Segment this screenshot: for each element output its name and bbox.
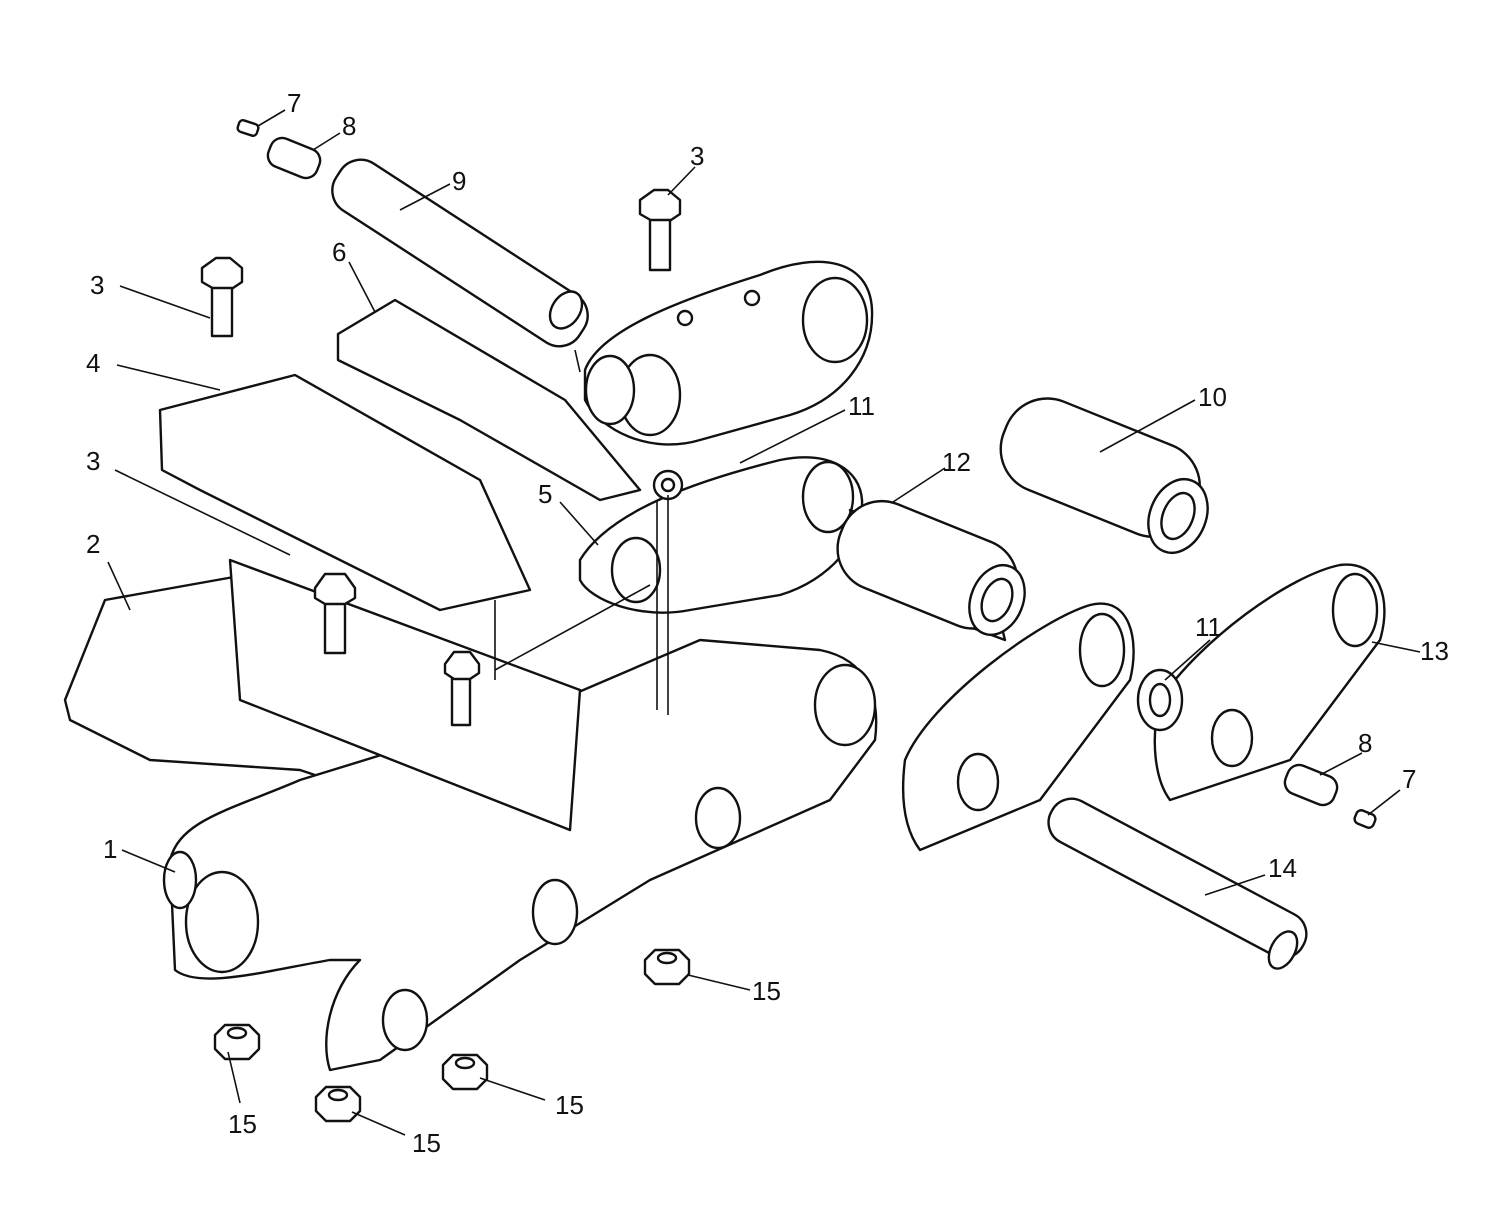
callout-2: 2	[86, 529, 100, 559]
link-13-group	[901, 563, 1386, 852]
track-chain-body	[162, 558, 878, 1072]
callout-9: 9	[452, 166, 466, 196]
shaft-14	[1047, 797, 1308, 970]
callout-12: 12	[942, 447, 971, 477]
bushing-8-top	[266, 136, 322, 180]
bushing-8-bottom	[1283, 763, 1339, 807]
callout-4: 4	[86, 348, 100, 378]
bushing-10	[999, 397, 1209, 554]
callout-3-middle: 3	[86, 446, 100, 476]
assembly-guide-lines	[494, 349, 669, 715]
callout-8-bottom: 8	[1358, 728, 1372, 758]
callout-8-top: 8	[342, 111, 356, 141]
bolt-3-top	[638, 188, 682, 272]
grouser-shoe-4	[158, 373, 532, 612]
nut-15-b	[213, 1023, 261, 1061]
nut-15-d	[314, 1085, 362, 1123]
nut-15-a	[643, 948, 691, 986]
callout-6: 6	[332, 237, 346, 267]
callout-labels: 7 8 9 3 3 6 4 11 10 3 5 12 2 11 13 8 7 1…	[86, 88, 1449, 1158]
upper-link	[583, 260, 874, 446]
callout-3-left: 3	[90, 270, 104, 300]
callout-1: 1	[103, 834, 117, 864]
bushing-12	[836, 499, 1026, 642]
callout-14: 14	[1268, 853, 1297, 883]
middle-link	[578, 456, 864, 614]
callout-11-top: 11	[848, 391, 875, 421]
callout-3-top: 3	[690, 141, 704, 171]
callout-15-d: 15	[412, 1128, 441, 1158]
callout-10: 10	[1198, 382, 1227, 412]
callout-11-right: 11	[1195, 612, 1222, 642]
pin-7-top	[236, 119, 260, 137]
pin-7-bottom	[1353, 809, 1377, 829]
nut-15-c	[441, 1053, 489, 1091]
shaft-9	[331, 158, 589, 348]
callout-13: 13	[1420, 636, 1449, 666]
callout-15-c: 15	[555, 1090, 584, 1120]
callout-15-a: 15	[752, 976, 781, 1006]
shoe-plate-6	[336, 298, 642, 502]
bolt-3-left	[200, 256, 244, 338]
callout-15-b: 15	[228, 1109, 257, 1139]
callout-7-bottom: 7	[1402, 764, 1416, 794]
callout-5: 5	[538, 479, 552, 509]
callout-7-top: 7	[287, 88, 301, 118]
leader-lines	[107, 109, 1421, 1136]
